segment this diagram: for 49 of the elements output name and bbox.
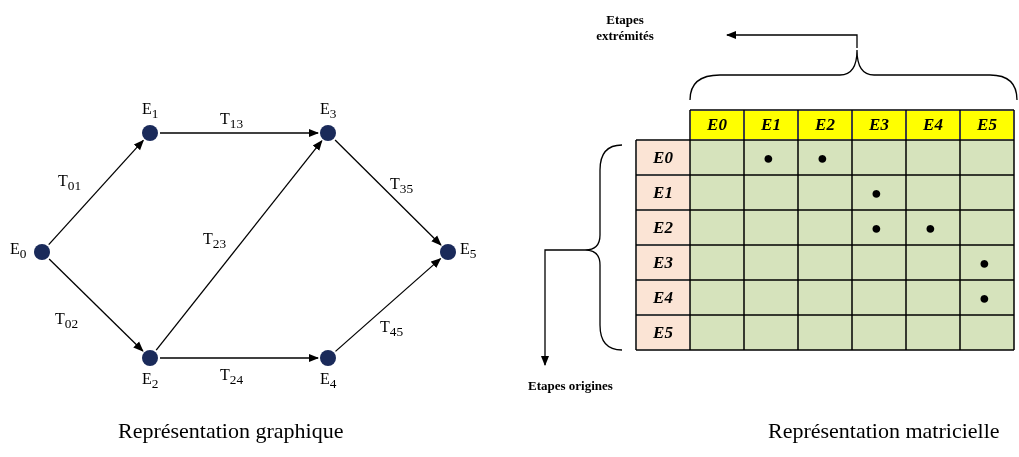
node-label: E$_{2}$ <box>142 370 159 393</box>
arrow <box>48 258 144 352</box>
edge-label: T$_{35}$ <box>390 175 414 198</box>
column-header: E3 <box>853 111 905 139</box>
node-label: E$_{5}$ <box>460 240 477 263</box>
node-dot <box>142 350 158 366</box>
arrow <box>48 139 144 246</box>
row-header: E2 <box>637 211 689 244</box>
node-dot <box>142 125 158 141</box>
arrow <box>155 140 323 351</box>
column-header: E5 <box>961 111 1013 139</box>
dot-marker: ● <box>871 216 882 239</box>
edge-label: T$_{13}$ <box>220 110 244 133</box>
edge-label: T$_{02}$ <box>55 310 79 333</box>
edge-label: T$_{01}$ <box>58 172 82 195</box>
edge-label: T$_{45}$ <box>380 318 404 341</box>
column-header: E4 <box>907 111 959 139</box>
arrow <box>159 128 320 138</box>
column-header: E0 <box>691 111 743 139</box>
node-dot <box>440 244 456 260</box>
row-header: E3 <box>637 246 689 279</box>
row-header: E1 <box>637 176 689 209</box>
node-dot <box>320 125 336 141</box>
node-dot <box>34 244 50 260</box>
dot-marker: ● <box>871 181 882 204</box>
row-header: E0 <box>637 141 689 174</box>
arrow <box>334 257 442 353</box>
column-header: E2 <box>799 111 851 139</box>
row-header: E5 <box>637 316 689 349</box>
edge-label: T$_{23}$ <box>203 230 227 253</box>
node-label: E$_{0}$ <box>10 240 27 263</box>
dot-marker: ● <box>763 146 774 169</box>
column-header: E1 <box>745 111 797 139</box>
arrow <box>159 353 320 363</box>
arrow <box>334 139 442 246</box>
dot-marker: ● <box>817 146 828 169</box>
dot-marker: ● <box>979 251 990 274</box>
axis-caption: Etapes origines <box>528 378 613 394</box>
axis-caption: Etapes extrémités <box>595 12 655 44</box>
edge-label: T$_{24}$ <box>220 366 244 389</box>
dot-marker: ● <box>979 286 990 309</box>
caption: Représentation graphique <box>118 418 344 444</box>
node-dot <box>320 350 336 366</box>
node-label: E$_{1}$ <box>142 100 159 123</box>
node-label: E$_{4}$ <box>320 370 337 393</box>
node-label: E$_{3}$ <box>320 100 337 123</box>
caption: Représentation matricielle <box>768 418 1000 444</box>
row-header: E4 <box>637 281 689 314</box>
dot-marker: ● <box>925 216 936 239</box>
